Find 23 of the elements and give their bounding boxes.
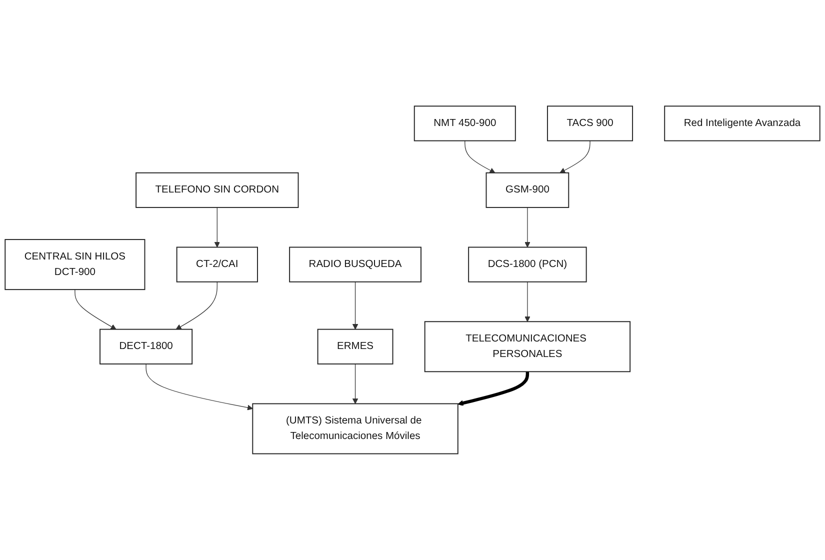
node-box: DCS-1800 (PCN) [468,246,587,282]
arrow [214,207,220,248]
arrow [146,364,253,410]
node-box: TELECOMUNICACIONES PERSONALES [424,321,631,372]
arrow [352,282,358,330]
node-box: ERMES [317,328,394,364]
arrow [176,282,218,330]
arrow [560,140,590,174]
node-box: RADIO BUSQUEDA [289,246,422,282]
node-box: TELEFONO SIN CORDON [136,172,299,208]
node-box: Red Inteligente Avanzada [664,106,820,142]
node-box: CENTRAL SIN HILOS DCT-900 [4,239,146,290]
arrow [524,282,530,322]
node-box: (UMTS) Sistema Universal de Telecomunicaciones Móviles [252,403,458,454]
arrow [74,289,116,330]
node-box: CT-2/CAI [176,246,258,282]
node-box: TACS 900 [547,106,634,142]
arrow [352,364,358,404]
node-box: DECT-1800 [100,328,193,364]
node-box: GSM-900 [486,172,570,208]
arrow [464,140,496,174]
node-box: NMT 450-900 [414,106,516,142]
arrow [524,207,530,248]
